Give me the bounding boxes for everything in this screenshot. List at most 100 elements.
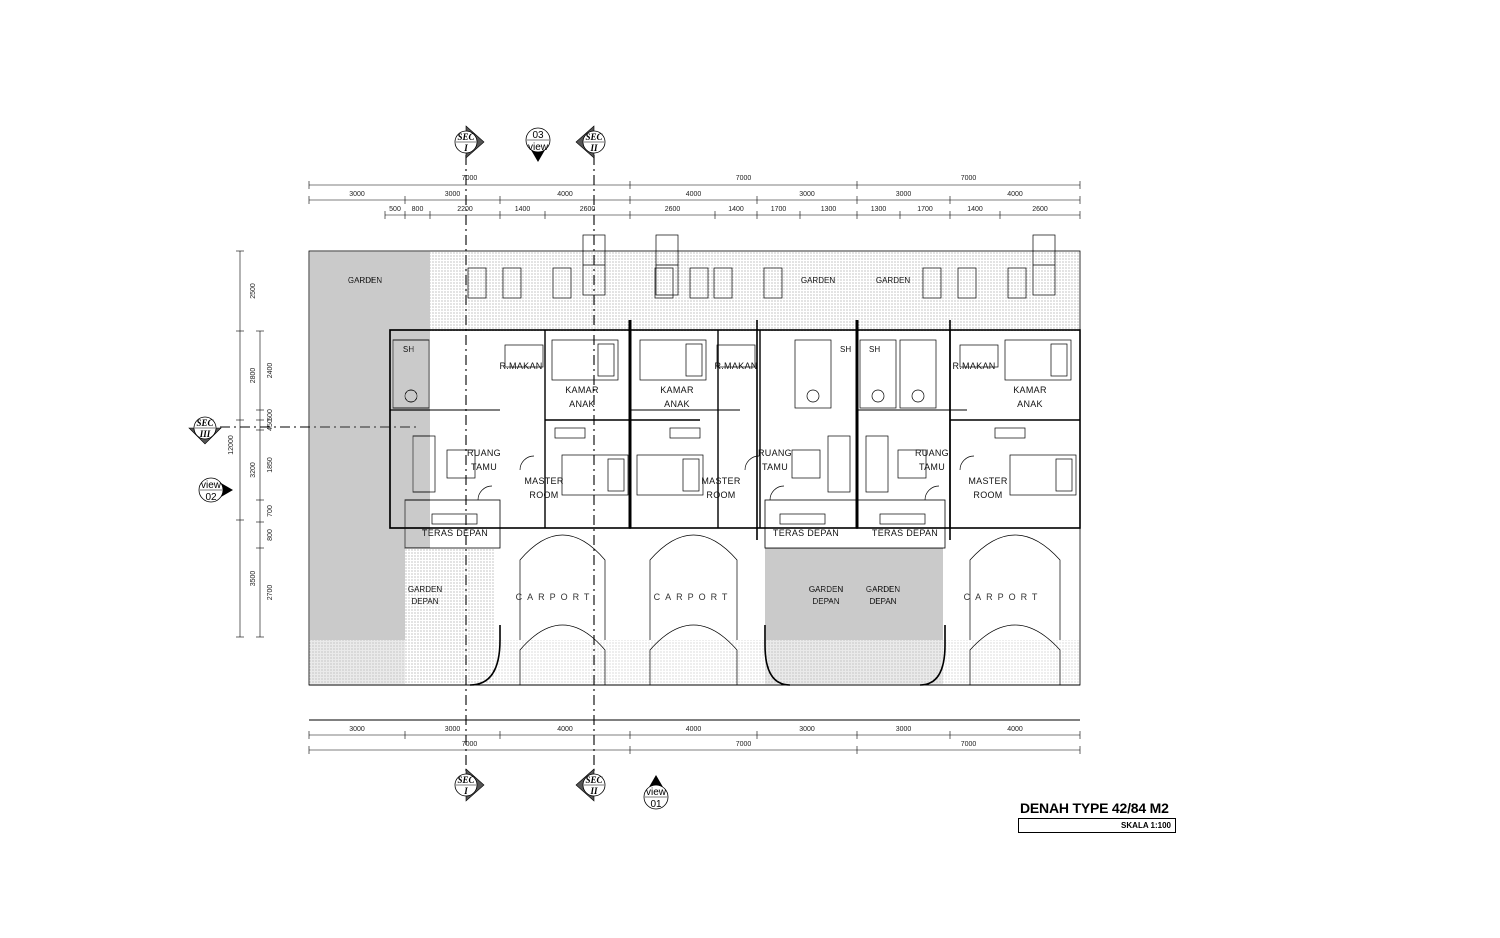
label-dining-2: R.MAKAN	[952, 361, 995, 371]
bathroom-2	[859, 339, 897, 409]
label-garden-depan-b-2: DEPAN	[870, 597, 897, 606]
marker-view-01-bottom-text: 01	[650, 799, 662, 810]
dim-bottom-mid-label-6: 4000	[1007, 726, 1023, 733]
title-block: DENAH TYPE 42/84 M2 SKALA 1:100	[1018, 800, 1176, 833]
garden-block-7	[922, 267, 942, 299]
dim-left-inner-label-1: 500	[267, 409, 274, 421]
label-carport-1: CARPORT	[654, 592, 733, 602]
door-swing-2	[744, 455, 760, 471]
coffee-table-2	[897, 449, 927, 479]
garden-block-5	[713, 267, 733, 299]
label-ruang-0: RUANG	[467, 448, 501, 458]
hatch-areas	[309, 251, 1080, 685]
toilet-3	[911, 389, 925, 403]
dim-top-mid-label-0: 3000	[349, 191, 365, 198]
label-master-0: MASTER	[524, 476, 564, 486]
dim-top-detail-label-4: 2600	[580, 206, 596, 213]
marker-view-02-bottom-text: 02	[205, 492, 217, 503]
label-garden-depan-b-0: DEPAN	[412, 597, 439, 606]
dim-top-detail-label-1: 800	[412, 206, 424, 213]
label-master-1: MASTER	[701, 476, 741, 486]
front-strip-hatch	[309, 640, 1079, 685]
dim-bottom-overall-label-1: 7000	[736, 741, 752, 748]
label-tamu-1: TAMU	[762, 462, 788, 472]
dim-top-overall-label-0: 7000	[462, 175, 478, 182]
toilet-1	[806, 389, 820, 403]
marker-sec-3-bottom-text: III	[199, 429, 211, 439]
bed-3	[561, 454, 629, 496]
label-anak-1: ANAK	[664, 399, 690, 409]
bed-0	[551, 339, 619, 381]
label-kamar-1: KAMAR	[660, 385, 694, 395]
coffee-table-1	[791, 449, 821, 479]
dim-left-outer-label-3: 3500	[250, 571, 257, 587]
marker-view-01-top-text: view	[646, 787, 667, 798]
dim-top-overall-label-2: 7000	[961, 175, 977, 182]
label-room-2: ROOM	[973, 490, 1002, 500]
label-room-0: ROOM	[529, 490, 558, 500]
pillow-2	[1050, 343, 1068, 377]
dim-left-inner-label-5: 800	[267, 529, 274, 541]
section-view-markers: SECISECIISECISECIISECIII03viewview02view…	[188, 125, 669, 810]
label-kamar-0: KAMAR	[565, 385, 599, 395]
wardrobe-0	[554, 427, 586, 439]
dim-top-detail-label-9: 1300	[871, 206, 887, 213]
car-outline-bottom-2	[969, 624, 1061, 686]
dim-left-inner-label-0: 2400	[267, 363, 274, 379]
planter-2	[879, 513, 926, 525]
marker-sec-1-top-top-text: SEC	[457, 132, 475, 142]
dim-top-detail-label-3: 1400	[515, 206, 531, 213]
dim-left-inner-label-3: 1850	[267, 457, 274, 473]
car-outline-top-0	[519, 534, 606, 640]
label-tamu-2: TAMU	[919, 462, 945, 472]
pillow-0	[597, 343, 615, 377]
label-teras-2: TERAS DEPAN	[872, 528, 938, 538]
dim-left-inner-label-6: 2700	[267, 585, 274, 601]
walls	[308, 250, 1081, 721]
car-outline-bottom-0	[519, 624, 606, 686]
marker-view-03-top-text: 03	[532, 130, 544, 141]
label-garden-depan-b-1: DEPAN	[813, 597, 840, 606]
car-outline-top-2	[969, 534, 1061, 640]
garden-block-1	[502, 267, 522, 299]
sofa-0	[412, 435, 436, 493]
dim-top-mid-label-3: 4000	[686, 191, 702, 198]
label-teras-0: TERAS DEPAN	[422, 528, 488, 538]
house-outline-3	[856, 329, 1081, 529]
garden-curve-mid-r	[919, 625, 946, 686]
drawing-title: DENAH TYPE 42/84 M2	[1020, 800, 1169, 816]
label-carport-0: CARPORT	[516, 592, 595, 602]
garden-block-6	[763, 267, 783, 299]
dim-bottom-overall-label-0: 7000	[462, 741, 478, 748]
dim-bottom-mid-label-1: 3000	[445, 726, 461, 733]
sofa-2	[865, 435, 889, 493]
label-garden-depan-a-2: GARDEN	[866, 585, 900, 594]
garden-block-9	[1007, 267, 1027, 299]
label-sh-2: SH	[869, 345, 880, 354]
garden-block-2	[552, 267, 572, 299]
marker-sec-2-top-bottom-text: II	[589, 143, 598, 153]
dim-top-mid-label-6: 4000	[1007, 191, 1023, 198]
dining-table-1	[716, 344, 756, 368]
label-garden-depan-a-1: GARDEN	[809, 585, 843, 594]
marker-sec-3-top-text: SEC	[196, 418, 214, 428]
dim-bottom-overall-label-2: 7000	[961, 741, 977, 748]
dim-top-detail-label-11: 1400	[967, 206, 983, 213]
toilet-2	[871, 389, 885, 403]
marker-sec-2-bottom-bottom-text: II	[589, 786, 598, 796]
terrace-0	[404, 499, 501, 549]
dim-top-detail-label-2: 2200	[457, 206, 473, 213]
label-carport-2: CARPORT	[964, 592, 1043, 602]
door-swing-5	[959, 455, 975, 471]
dim-left-inner-label-2: 450	[267, 419, 274, 431]
dim-top-mid-label-2: 4000	[557, 191, 573, 198]
terrace-1	[764, 499, 946, 549]
planter-0	[431, 513, 478, 525]
label-anak-2: ANAK	[1017, 399, 1043, 409]
dim-top-detail-label-7: 1700	[771, 206, 787, 213]
